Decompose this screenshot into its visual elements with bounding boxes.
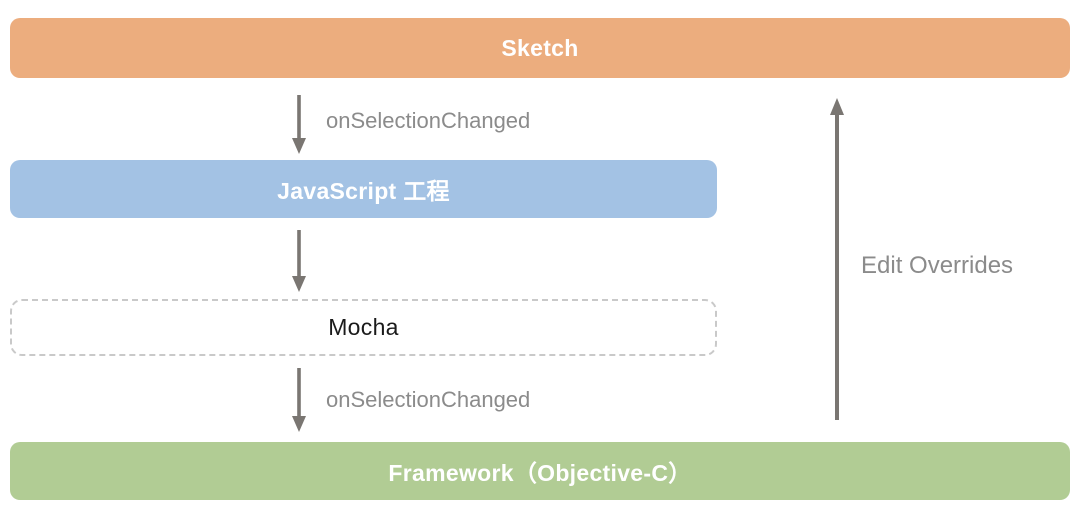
arrow-down-icon	[292, 95, 306, 154]
node-javascript-project: JavaScript 工程	[10, 160, 717, 218]
node-sketch-label: Sketch	[501, 34, 579, 61]
node-sketch: Sketch	[10, 18, 1070, 78]
node-framework-objective-c-label: Framework（Objective-C）	[388, 460, 692, 486]
arrow-down-icon	[292, 368, 306, 432]
node-framework-objective-c: Framework（Objective-C）	[10, 442, 1070, 500]
node-mocha: Mocha	[10, 299, 717, 356]
edge-label-onselectionchanged-bottom: onSelectionChanged	[326, 387, 531, 412]
node-javascript-project-label: JavaScript 工程	[277, 178, 450, 204]
edge-label-onselectionchanged-top: onSelectionChanged	[326, 108, 531, 133]
arrow-up-icon	[830, 98, 844, 420]
node-mocha-label: Mocha	[328, 314, 399, 340]
edge-label-edit-overrides: Edit Overrides	[861, 252, 1014, 279]
arrow-down-icon	[292, 230, 306, 292]
